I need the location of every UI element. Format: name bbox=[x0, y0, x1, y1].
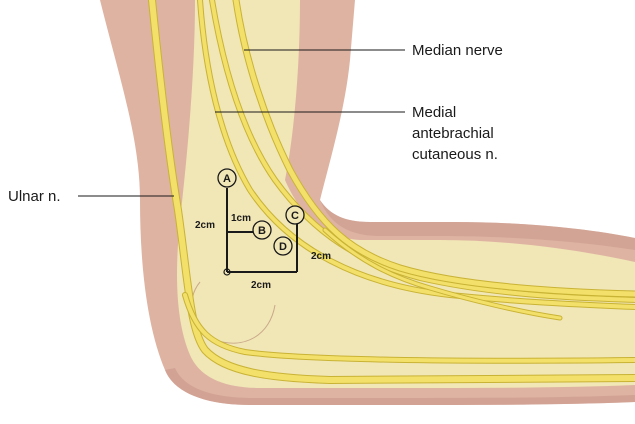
median-nerve-label: Median nerve bbox=[412, 42, 503, 59]
measurement-right-diagonal: 2cm bbox=[311, 251, 331, 262]
point-b-label: B bbox=[258, 225, 266, 237]
measurement-short-horizontal: 1cm bbox=[231, 213, 251, 224]
point-c: C bbox=[286, 206, 304, 224]
point-a: A bbox=[218, 169, 236, 187]
point-d: D bbox=[274, 237, 292, 255]
ulnar-nerve-label: Ulnar n. bbox=[8, 188, 61, 205]
mabc-label-line-1: Medial bbox=[412, 104, 456, 121]
point-a-label: A bbox=[223, 173, 231, 185]
measurement-vertical-left: 2cm bbox=[195, 220, 215, 231]
point-b: B bbox=[253, 221, 271, 239]
mabc-label-line-3: cutaneous n. bbox=[412, 146, 498, 163]
point-d-label: D bbox=[279, 241, 287, 253]
mabc-label-line-2: antebrachial bbox=[412, 125, 494, 142]
measurement-bottom-horizontal: 2cm bbox=[251, 280, 271, 291]
point-c-label: C bbox=[291, 210, 299, 222]
